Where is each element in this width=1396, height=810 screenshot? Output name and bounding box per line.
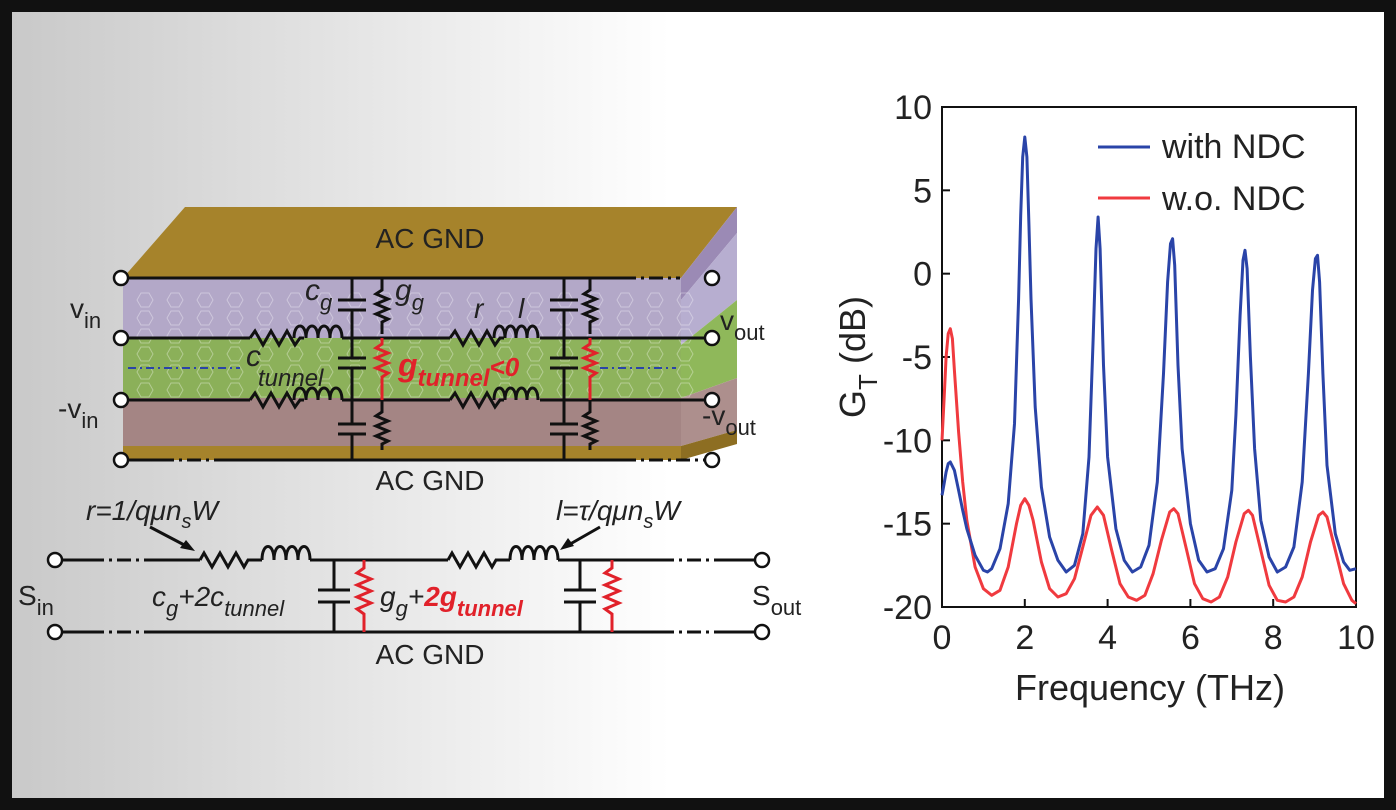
plot-area [941, 106, 1357, 608]
x-tick-label: 2 [1015, 619, 1034, 657]
tunnel-conductance [372, 338, 600, 400]
axis-ticks: 0 2 4 6 8 10 10 5 0 -5 -10 -15 -20 [883, 89, 1375, 657]
equiv-conductance [353, 560, 623, 632]
side-face-mauve [681, 378, 737, 446]
r-formula: r=1/qμnsW [86, 495, 221, 533]
gain-chart: 0 2 4 6 8 10 10 5 0 -5 -10 -15 -20 with NDC w.o. NDC… [832, 89, 1375, 708]
cond-expression: gg+2gtunnel [380, 581, 524, 621]
ac-gnd-bottom-label: AC GND [376, 639, 485, 670]
side-face-gold [681, 430, 737, 460]
cg-label: cg [305, 274, 333, 315]
y-tick-label: 10 [894, 89, 932, 127]
x-tick-label: 0 [933, 619, 952, 657]
legend-label-wo-ndc: w.o. NDC [1161, 180, 1306, 218]
g-tunnel-label: gtunnel<0 [397, 347, 520, 392]
side-face-purple [681, 233, 737, 345]
graphene-tunnel-layer [123, 338, 681, 398]
gg-label: gg [395, 274, 425, 315]
v-in-label: vin [70, 293, 101, 333]
series-line-wo-ndc [940, 327, 1357, 605]
x-tick-label: 8 [1264, 619, 1283, 657]
equiv-terminals [46, 551, 771, 641]
arrow-head-r [180, 540, 195, 551]
l-formula: l=τ/qμnsW [556, 495, 682, 533]
y-tick-label: 5 [913, 172, 932, 210]
neg-v-in-label: -vin [58, 393, 98, 433]
bottom-gate-layer [123, 446, 681, 460]
l-label: l [518, 293, 525, 324]
y-tick-label: -15 [883, 506, 932, 544]
y-tick-label: 0 [913, 256, 932, 294]
y-axis-label: GT (dB) [832, 296, 883, 418]
arrow-head-l [560, 538, 574, 550]
x-tick-label: 4 [1098, 619, 1117, 657]
device-circuit [128, 276, 705, 462]
cap-expression: cg+2ctunnel [152, 581, 285, 621]
y-tick-label: -10 [883, 422, 932, 460]
ac-gnd-top-label: AC GND [376, 223, 485, 254]
x-tick-label: 10 [1337, 619, 1375, 657]
x-axis-label: Frequency (THz) [1015, 667, 1285, 708]
series-line-with-ndc [940, 135, 1357, 574]
side-face-green [681, 300, 737, 398]
top-dielectric-layer [123, 278, 681, 338]
device-terminals [112, 269, 721, 469]
y-tick-label: -5 [902, 339, 932, 377]
side-face-top [681, 207, 737, 300]
legend-label-with-ndc: with NDC [1161, 128, 1306, 166]
s-in-label: Sin [18, 580, 54, 620]
x-tick-label: 6 [1181, 619, 1200, 657]
neg-v-out-label: -vout [702, 400, 756, 440]
device-block [123, 207, 737, 460]
top-gate-face [123, 207, 737, 278]
s-out-label: Sout [752, 580, 801, 620]
series-lines [940, 135, 1357, 605]
equivalent-circuit [60, 525, 755, 634]
r-label: r [474, 293, 485, 324]
legend: with NDC w.o. NDC [1098, 128, 1306, 218]
v-out-label: vout [720, 305, 765, 345]
y-tick-label: -20 [883, 589, 932, 627]
ac-gnd-mid-label: AC GND [376, 465, 485, 496]
